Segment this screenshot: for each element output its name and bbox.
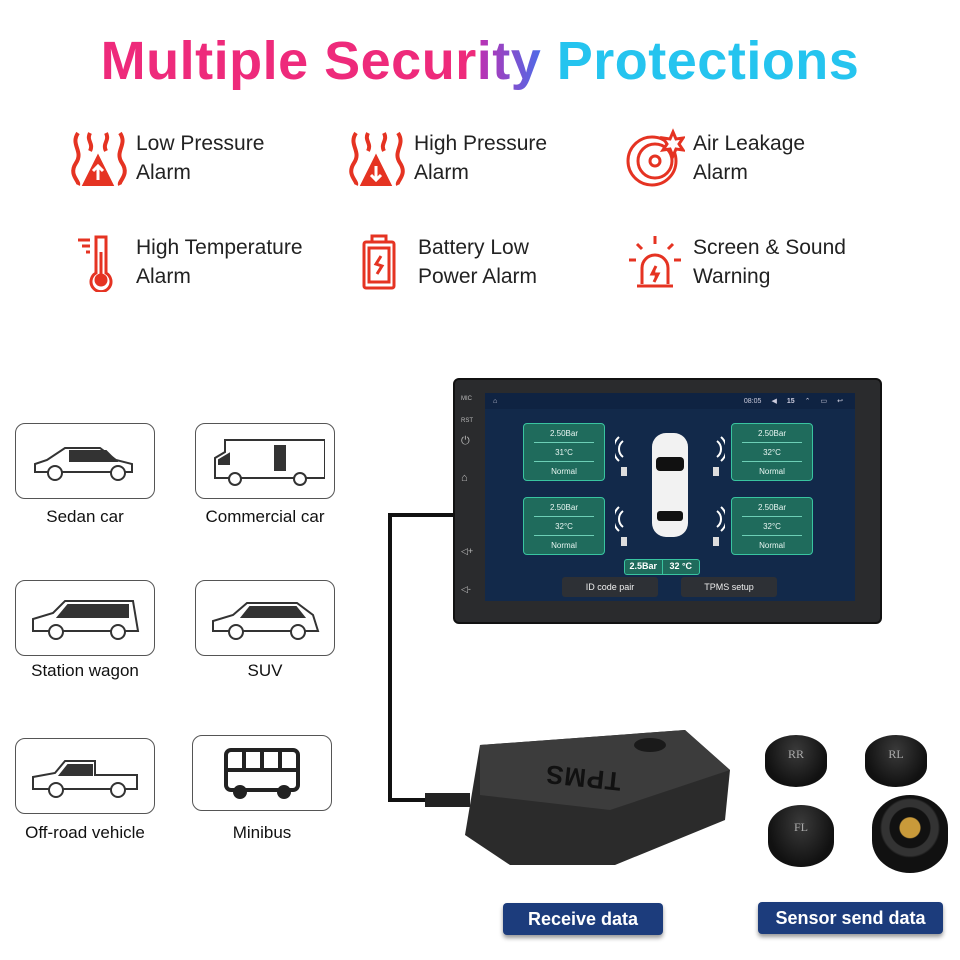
tire-temp: 32°C xyxy=(742,443,802,462)
feature-label: Alarm xyxy=(414,161,469,184)
tire-pressure: 2.50Bar xyxy=(534,498,594,517)
feature-label: Air Leakage xyxy=(693,132,806,155)
tire-status: Normal xyxy=(759,541,785,550)
feature-label: Low Pressure xyxy=(136,132,265,155)
wagon-icon xyxy=(31,600,139,640)
receive-data-label: Receive data xyxy=(503,903,663,935)
feature-label: Alarm xyxy=(136,265,191,288)
feature-label: High Pressure xyxy=(414,132,548,155)
title-part: Multiple Secur xyxy=(100,31,477,91)
feature-label: Alarm xyxy=(136,161,191,184)
vehicle-card-suv xyxy=(195,580,335,656)
tire-pressure: 2.50Bar xyxy=(534,424,594,443)
tire-pressure: 2.50Bar xyxy=(742,498,802,517)
sensor-fl: FL xyxy=(768,805,834,867)
tire-pressure: 2.50Bar xyxy=(742,424,802,443)
vehicle-card-commercial xyxy=(195,423,335,499)
summary-pressure: 2.5Bar xyxy=(625,560,663,574)
volume-up-icon[interactable]: ◁+ xyxy=(461,546,474,556)
feature-label: Battery Low xyxy=(418,236,529,259)
vehicle-card-offroad xyxy=(15,738,155,814)
clock: 08:05 xyxy=(743,397,762,405)
feature-label: Warning xyxy=(693,265,771,288)
sensor-valve-side xyxy=(872,795,948,873)
recents-icon[interactable]: ▭ xyxy=(820,398,828,405)
bus-icon xyxy=(224,747,300,799)
vehicle-card-sedan xyxy=(15,423,155,499)
pickup-icon xyxy=(31,760,138,798)
head-unit: MIC RST ⏻ ⌂ ◁+ ◁- ⌂ 08:05 ◀ 15 ⌃ ▭ ↩ 2.5… xyxy=(453,378,882,624)
siren-icon xyxy=(629,236,681,288)
car-top-view-icon xyxy=(615,433,725,546)
title-part: ity xyxy=(476,31,542,91)
back-icon[interactable]: ↩ xyxy=(837,398,843,405)
vehicle-label: SUV xyxy=(247,661,283,680)
power-icon[interactable]: ⏻ xyxy=(461,435,470,447)
summary-temp: 32 °C xyxy=(669,561,693,571)
vehicle-label: Station wagon xyxy=(31,661,139,680)
summary-readout: 2.5Bar 32 °C xyxy=(624,559,700,575)
expand-icon[interactable]: ⌃ xyxy=(804,398,811,405)
id-code-pair-button[interactable]: ID code pair xyxy=(562,577,658,597)
tpms-setup-button[interactable]: TPMS setup xyxy=(681,577,777,597)
rv-icon xyxy=(214,438,325,486)
home-icon[interactable]: ⌂ xyxy=(461,472,468,484)
mic-label: MIC xyxy=(461,396,472,402)
tire-temp: 32°C xyxy=(534,517,594,536)
sensor-rl: RL xyxy=(865,735,927,787)
sedan-icon xyxy=(34,446,133,481)
battery-icon xyxy=(362,234,396,290)
vehicle-label: Sedan car xyxy=(46,507,124,526)
status-bar: ⌂ 08:05 ◀ 15 ⌃ ▭ ↩ xyxy=(485,393,855,409)
page-title: Multiple Security Protections xyxy=(0,30,960,92)
tire-temp: 31°C xyxy=(534,443,594,462)
title-part: Protections xyxy=(556,31,860,91)
low-pressure-icon xyxy=(71,131,127,186)
vehicle-label: Commercial car xyxy=(205,507,325,526)
vehicle-card-station-wagon xyxy=(15,580,155,656)
vehicle-label: Minibus xyxy=(232,823,292,842)
volume-icon: ◀ xyxy=(771,398,777,405)
feature-label: Screen & Sound xyxy=(693,236,846,259)
feature-label: Power Alarm xyxy=(418,265,538,288)
tire-status: Normal xyxy=(759,467,785,476)
volume-value: 15 xyxy=(786,397,795,405)
volume-down-icon[interactable]: ◁- xyxy=(461,584,471,594)
rst-label: RST xyxy=(461,418,473,424)
air-leakage-icon xyxy=(626,128,685,187)
tire-temp: 32°C xyxy=(742,517,802,536)
tire-status: Normal xyxy=(551,467,577,476)
suv-icon xyxy=(211,602,319,640)
feature-label: High Temperature xyxy=(136,236,303,259)
sensor-send-data-label: Sensor send data xyxy=(758,902,943,934)
thermometer-icon xyxy=(78,235,113,292)
home-nav-icon[interactable]: ⌂ xyxy=(493,397,498,405)
vehicle-label: Off-road vehicle xyxy=(25,823,145,842)
vehicle-card-minibus xyxy=(192,735,332,811)
high-pressure-icon xyxy=(349,131,405,186)
tire-status: Normal xyxy=(551,541,577,550)
feature-label: Alarm xyxy=(693,161,748,184)
sensor-rr: RR xyxy=(765,735,827,787)
tpms-receiver xyxy=(425,730,730,865)
